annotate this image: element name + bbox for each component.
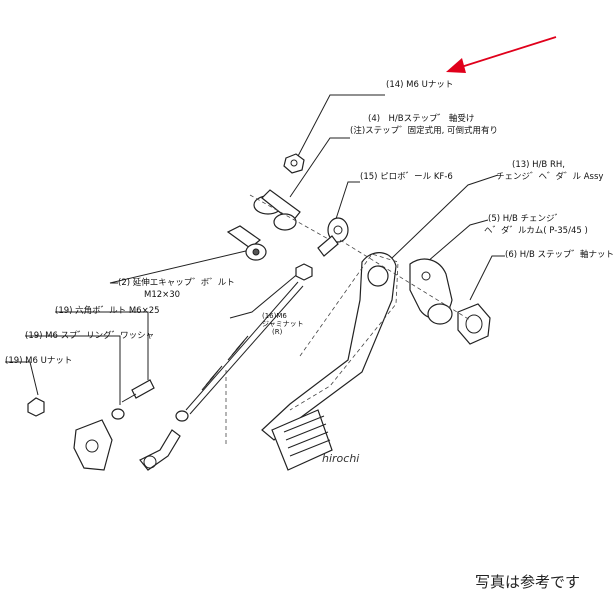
rod-end-right	[139, 410, 189, 471]
label-part-2-line1: (2) 延伸エキャップ゛ボ゛ルト	[118, 278, 235, 288]
pillow-ball-part-15	[317, 217, 349, 257]
label-part-16-line2: ジャミナット	[262, 320, 304, 328]
cap-bolt-part-2	[226, 225, 267, 261]
label-part-4-line1: (4) H/Bステップ゛ 軸受け	[368, 114, 475, 124]
pedal-cam-part-5	[409, 258, 453, 325]
label-part-6: (6) H/B ステップ゛軸ナット	[505, 250, 614, 260]
u-nut-part-14	[283, 153, 305, 174]
u-nut-part-19	[27, 397, 45, 417]
label-part-13-line1: (13) H/B RH,	[512, 160, 565, 170]
exploded-parts-diagram: (14) M6 Uナット (4) H/Bステップ゛ 軸受け (注)ステップ゛固定…	[5, 36, 614, 591]
step-bearing-part-4	[249, 189, 331, 241]
label-part-15: (15) ピロボ゛ール KF-6	[360, 172, 453, 182]
label-part-2-line2: M12×30	[144, 290, 181, 300]
reference-photo-note: 写真は参考です	[474, 573, 580, 591]
label-part-16-line3: (R)	[272, 328, 283, 336]
label-part-19-bolt: (19) 六角ボ゛ルト M6×25	[55, 306, 160, 316]
label-part-19-nut: (19) M6 Uナット	[5, 356, 73, 366]
label-part-5-line1: (5) H/B チェンジ゛	[488, 214, 564, 224]
label-part-13-line2: チェンジ゛ヘ゛ダ゛ル Assy	[496, 172, 604, 182]
hex-bolt-part-19	[121, 379, 155, 403]
label-part-4-line2: (注)ステップ゛固定式用, 可倒式用有り	[350, 126, 499, 136]
shaft-centerline	[339, 239, 471, 321]
diagram-drawing	[5, 36, 557, 471]
linkage-rod	[185, 281, 304, 445]
leader-lines	[5, 94, 505, 405]
label-part-5-line2: ヘ゛ダ゛ルカム( P-35/45 )	[484, 226, 588, 236]
label-part-14: (14) M6 Uナット	[386, 80, 454, 90]
label-part-19-washer: (19) M6 スプ゛リング゛ワッシャ	[25, 331, 155, 341]
change-pedal-part-13	[261, 252, 399, 471]
label-part-16-line1: (16)M6	[262, 312, 287, 320]
shaft-nut-part-6	[457, 303, 491, 345]
watermark: hirochi	[322, 452, 360, 465]
spring-washer-part-19	[111, 408, 125, 420]
rod-end-left	[73, 419, 113, 471]
jam-nut-part-16	[295, 263, 313, 281]
red-arrow-icon	[446, 36, 557, 73]
